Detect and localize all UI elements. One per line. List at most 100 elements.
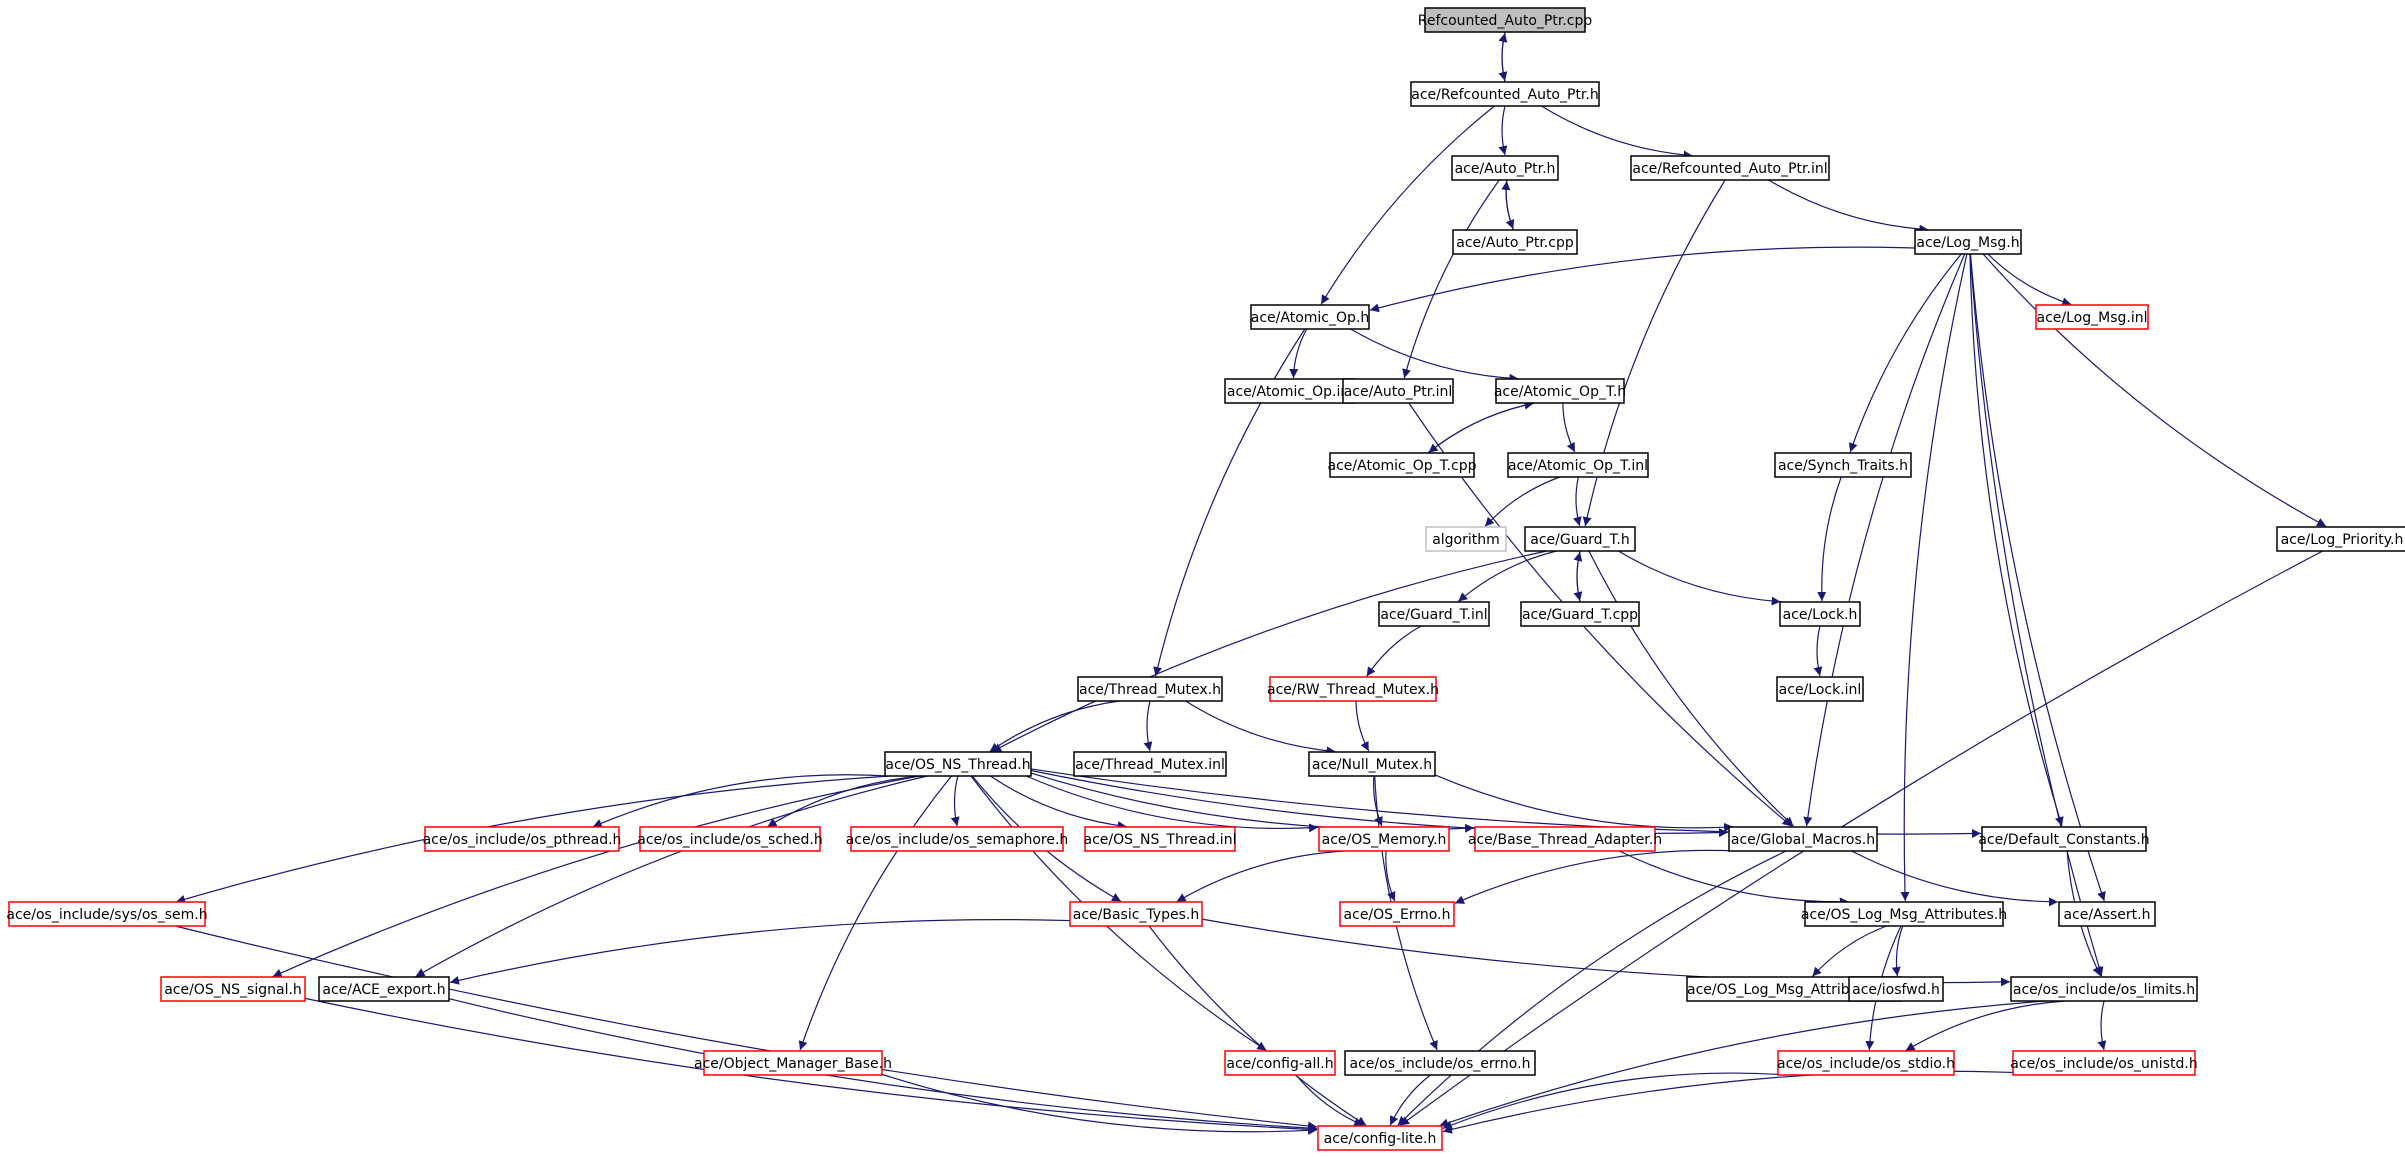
node-config-lite[interactable]: ace/config-lite.h — [1317, 1125, 1443, 1151]
edge-os_ns_thread_h-to-os_semaphore — [950, 775, 960, 827]
node-auto-ptr-cpp[interactable]: ace/Auto_Ptr.cpp — [1452, 229, 1578, 255]
node-label: ace/Global_Macros.h — [1731, 832, 1875, 848]
node-os-errno-h[interactable]: ace/OS_Errno.h — [1339, 901, 1455, 927]
edge-os_log_msg_attr_h-to-iosfwd — [1891, 925, 1904, 977]
node-label: ace/os_include/sys/os_sem.h — [6, 907, 207, 923]
node-atomic-op-h[interactable]: ace/Atomic_Op.h — [1250, 304, 1370, 330]
node-label: ace/Thread_Mutex.h — [1079, 682, 1221, 698]
node-os-ns-signal[interactable]: ace/OS_NS_signal.h — [160, 976, 306, 1002]
node-os-semaphore[interactable]: ace/os_include/os_semaphore.h — [846, 826, 1069, 852]
node-label: ace/Atomic_Op_T.inl — [1508, 458, 1648, 474]
node-auto-ptr-inl[interactable]: ace/Auto_Ptr.inl — [1342, 378, 1454, 404]
edge-log_msg_h-to-os_log_msg_attr_h — [1900, 253, 1968, 902]
edge-rap_h-to-auto_ptr_h — [1498, 105, 1508, 156]
node-atomic-op-t-h[interactable]: ace/Atomic_Op_T.h — [1494, 378, 1626, 404]
edge-guard_t_cpp-to-guard_t_h — [1573, 551, 1583, 603]
node-synch-traits[interactable]: ace/Synch_Traits.h — [1774, 452, 1912, 478]
node-os-sched[interactable]: ace/os_include/os_sched.h — [637, 826, 823, 852]
node-label: ace/Auto_Ptr.h — [1455, 161, 1556, 177]
edge-os_limits-to-os_stdio — [1905, 1000, 2066, 1052]
node-label: ace/OS_NS_Thread.h — [885, 757, 1030, 773]
node-default-constants[interactable]: ace/Default_Constants.h — [1978, 826, 2150, 852]
edge-os_ns_thread_h-to-os_sched — [767, 775, 922, 828]
node-guard-t-h[interactable]: ace/Guard_T.h — [1524, 526, 1636, 552]
node-auto-ptr-h[interactable]: ace/Auto_Ptr.h — [1451, 155, 1559, 181]
node-log-priority[interactable]: ace/Log_Priority.h — [2276, 526, 2405, 552]
node-thread-mutex-h[interactable]: ace/Thread_Mutex.h — [1077, 676, 1223, 702]
node-os-log-msg-attr-h[interactable]: ace/OS_Log_Msg_Attributes.h — [1801, 901, 2007, 927]
node-atomic-op-t-inl[interactable]: ace/Atomic_Op_T.inl — [1507, 452, 1649, 478]
node-os-sem[interactable]: ace/os_include/sys/os_sem.h — [6, 901, 208, 927]
node-lock-inl[interactable]: ace/Lock.inl — [1776, 676, 1864, 702]
node-root[interactable]: Refcounted_Auto_Ptr.cpp — [1418, 7, 1593, 33]
node-label: ace/Refcounted_Auto_Ptr.inl — [1632, 161, 1827, 177]
node-os-unistd[interactable]: ace/os_include/os_unistd.h — [2010, 1050, 2198, 1076]
edge-os_ns_signal-to-config_lite — [304, 997, 1318, 1134]
node-algorithm: algorithm — [1425, 526, 1507, 552]
node-os-ns-thread-h[interactable]: ace/OS_NS_Thread.h — [884, 751, 1032, 777]
node-ace-export[interactable]: ace/ACE_export.h — [318, 976, 450, 1002]
node-assert-h[interactable]: ace/Assert.h — [2058, 901, 2156, 927]
node-label: ace/OS_Log_Msg_Attributes.h — [1801, 907, 2007, 923]
edge-guard_t_inl-to-rw_thread_mutex — [1366, 625, 1422, 677]
node-label: ace/Guard_T.inl — [1380, 607, 1487, 623]
node-null-mutex-h[interactable]: ace/Null_Mutex.h — [1308, 751, 1436, 777]
node-label: ace/iosfwd.h — [1852, 982, 1940, 998]
node-os-errno-inc[interactable]: ace/os_include/os_errno.h — [1344, 1050, 1536, 1076]
node-global-macros[interactable]: ace/Global_Macros.h — [1728, 826, 1878, 852]
node-label: ace/OS_Memory.h — [1322, 832, 1447, 848]
edge-os_ns_thread_h-to-os_memory — [1025, 775, 1319, 833]
edge-thread_mutex_h-to-thread_mutex_inl — [1143, 700, 1153, 752]
edge-log_msg_h-to-atomic_op_h — [1369, 246, 1916, 313]
node-label: ace/Auto_Ptr.inl — [1344, 384, 1453, 400]
edge-layer — [175, 31, 2327, 1135]
node-iosfwd[interactable]: ace/iosfwd.h — [1848, 976, 1944, 1002]
node-label: ace/os_include/os_errno.h — [1350, 1056, 1531, 1072]
edge-base_thread_adapter-to-os_log_msg_attr_h — [1618, 850, 1849, 907]
node-atomic-op-inl[interactable]: ace/Atomic_Op.inl — [1224, 378, 1356, 404]
node-label: ace/ACE_export.h — [322, 982, 445, 998]
node-config-all[interactable]: ace/config-all.h — [1224, 1050, 1336, 1076]
node-base-thread-adapter[interactable]: ace/Base_Thread_Adapter.h — [1468, 826, 1662, 852]
node-label: ace/Refcounted_Auto_Ptr.h — [1411, 87, 1598, 103]
edge-os_log_msg_attr_h-to-os_log_msg_attr_inl — [1811, 925, 1887, 977]
edge-log_msg_h-to-os_limits — [1969, 253, 2104, 977]
node-os-memory[interactable]: ace/OS_Memory.h — [1318, 826, 1450, 852]
edge-rap_h-to-rap_inl — [1541, 105, 1693, 160]
node-atomic-op-t-cpp[interactable]: ace/Atomic_Op_T.cpp — [1328, 452, 1477, 478]
node-label: ace/os_include/os_semaphore.h — [846, 832, 1069, 848]
node-thread-mutex-inl[interactable]: ace/Thread_Mutex.inl — [1073, 751, 1227, 777]
node-lock-h[interactable]: ace/Lock.h — [1779, 601, 1861, 627]
edge-os_ns_thread_h-to-default_constants — [1030, 768, 1982, 839]
edge-log_msg_h-to-log_msg_inl — [1987, 253, 2072, 307]
edge-atomic_op_t_inl-to-guard_t_h — [1572, 476, 1582, 527]
node-guard-t-inl[interactable]: ace/Guard_T.inl — [1378, 601, 1490, 627]
node-os-limits[interactable]: ace/os_include/os_limits.h — [2010, 976, 2198, 1002]
node-label: ace/Atomic_Op.h — [1251, 310, 1369, 326]
edge-os_errno_inc-to-config_lite — [1389, 1074, 1431, 1126]
node-log-msg-inl[interactable]: ace/Log_Msg.inl — [2035, 304, 2149, 330]
node-os-pthread[interactable]: ace/os_include/os_pthread.h — [423, 826, 622, 852]
node-label: ace/OS_NS_signal.h — [164, 982, 302, 998]
edge-os_unistd-to-config_lite — [1442, 1070, 2014, 1134]
node-os-ns-thread-inl[interactable]: ace/OS_NS_Thread.inl — [1084, 826, 1237, 852]
node-label: ace/Log_Priority.h — [2281, 532, 2404, 548]
edge-global_macros-to-assert_h — [1851, 850, 2059, 907]
edge-atomic_op_t_h-to-atomic_op_t_inl — [1562, 402, 1576, 453]
edge-basic_types-to-os_limits — [1201, 918, 2011, 987]
node-guard-t-cpp[interactable]: ace/Guard_T.cpp — [1520, 601, 1640, 627]
node-object-manager-base[interactable]: ace/Object_Manager_Base.h — [694, 1050, 892, 1076]
node-log-msg-h[interactable]: ace/Log_Msg.h — [1914, 229, 2022, 255]
edge-thread_mutex_h-to-null_mutex_h — [1185, 700, 1336, 756]
node-label: ace/OS_NS_Thread.inl — [1084, 832, 1237, 848]
node-rap-inl[interactable]: ace/Refcounted_Auto_Ptr.inl — [1630, 155, 1830, 181]
node-rap-h[interactable]: ace/Refcounted_Auto_Ptr.h — [1410, 81, 1600, 107]
edge-atomic_op_h-to-atomic_op_t_h — [1350, 328, 1519, 383]
node-label: ace/os_include/os_pthread.h — [423, 832, 622, 848]
edge-atomic_op_t_inl-to-algorithm — [1484, 476, 1561, 527]
edge-log_msg_h-to-log_priority — [1982, 253, 2327, 527]
node-os-stdio[interactable]: ace/os_include/os_stdio.h — [1777, 1050, 1955, 1076]
node-basic-types[interactable]: ace/Basic_Types.h — [1069, 901, 1203, 927]
node-rw-thread-mutex[interactable]: ace/RW_Thread_Mutex.h — [1267, 676, 1439, 702]
